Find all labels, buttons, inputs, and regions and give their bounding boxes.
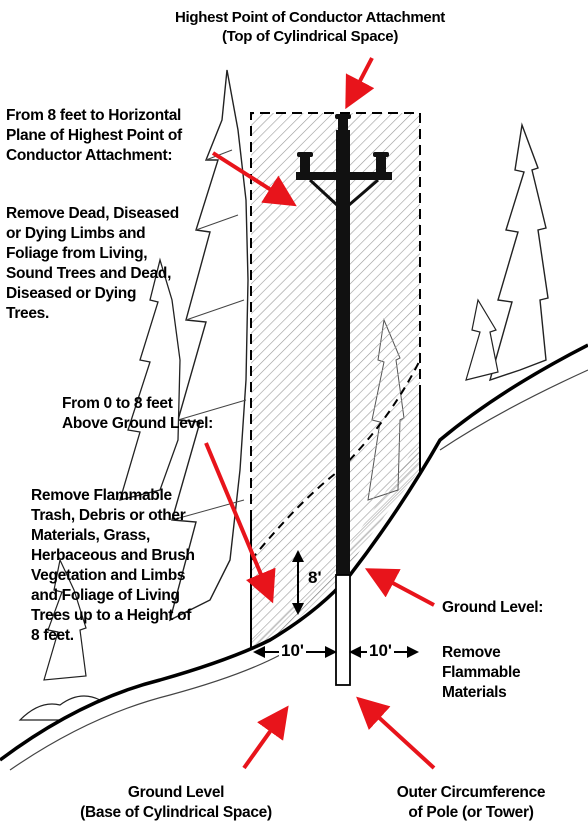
right-radius-label: 10' — [367, 641, 394, 661]
lower-zone-instructions: Remove Flammable Trash, Debris or other … — [31, 486, 195, 646]
base-label: Ground Level (Base of Cylindrical Space) — [56, 783, 296, 823]
ground-instructions: Remove Flammable Materials — [442, 643, 520, 703]
left-radius-label: 10' — [279, 641, 306, 661]
tree-right-small — [466, 300, 498, 380]
upper-zone-instructions: Remove Dead, Diseased or Dying Limbs and… — [6, 204, 179, 324]
upper-zone-heading: From 8 feet to Horizontal Plane of Highe… — [6, 106, 182, 166]
top-title: Highest Point of Conductor Attachment (T… — [160, 8, 460, 46]
arrow-top — [349, 58, 372, 102]
ground-level-heading: Ground Level: — [442, 598, 543, 617]
pole-label: Outer Circumference of Pole (or Tower) — [376, 783, 566, 823]
lower-zone-heading: From 0 to 8 feet Above Ground Level: — [62, 394, 213, 434]
height-dimension-label: 8' — [306, 568, 324, 588]
tree-right-tall — [490, 125, 548, 380]
